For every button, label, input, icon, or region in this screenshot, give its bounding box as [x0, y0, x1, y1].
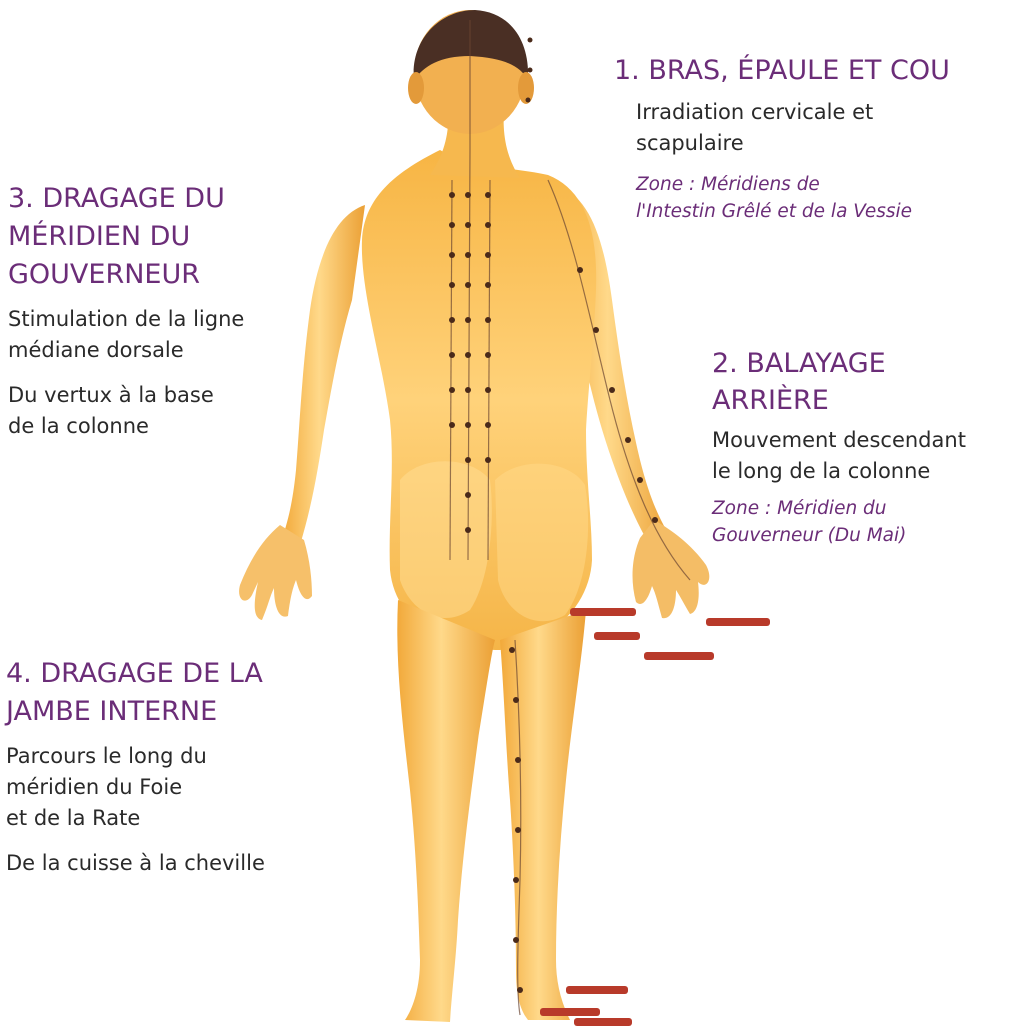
zone4-desc2-line-1: De la cuisse à la cheville	[6, 848, 265, 879]
zone2-heading-line-1: 2. BALAYAGE	[712, 345, 966, 382]
zone2-panel: 2. BALAYAGE ARRIÈRE Mouvement descendant…	[712, 345, 966, 549]
zone1-zone-text: Zone : Méridiens de l'Intestin Grêlé et …	[636, 171, 950, 225]
zone2-description: Mouvement descendant le long de la colon…	[712, 425, 966, 487]
zone2-heading-line-2: ARRIÈRE	[712, 382, 966, 419]
zone3-heading-line-2: MÉRIDIEN DU	[8, 218, 244, 256]
zone2-heading: 2. BALAYAGE ARRIÈRE	[712, 345, 966, 419]
zone4-description: Parcours le long du méridien du Foie et …	[6, 741, 265, 834]
zone2-zone-text: Zone : Méridien du Gouverneur (Du Mai)	[712, 495, 966, 549]
zone4-heading-line-1: 4. DRAGAGE DE LA	[6, 655, 265, 693]
zone3-description-2: Du vertux à la base de la colonne	[8, 380, 244, 442]
zone2-desc-line-1: Mouvement descendant	[712, 425, 966, 456]
zone4-description-2: De la cuisse à la cheville	[6, 848, 265, 879]
zone4-heading: 4. DRAGAGE DE LA JAMBE INTERNE	[6, 655, 265, 731]
zone1-panel: 1. BRAS, ÉPAULE ET COU Irradiation cervi…	[614, 52, 950, 225]
zone1-heading-text: 1. BRAS, ÉPAULE ET COU	[614, 52, 950, 89]
zone1-zone-line-1: Zone : Méridiens de	[636, 171, 950, 198]
zone3-desc2-line-1: Du vertux à la base	[8, 380, 244, 411]
zone3-desc2-line-2: de la colonne	[8, 411, 244, 442]
zone3-heading: 3. DRAGAGE DU MÉRIDIEN DU GOUVERNEUR	[8, 180, 244, 294]
zone1-zone-line-2: l'Intestin Grêlé et de la Vessie	[636, 198, 950, 225]
zone3-desc-line-1: Stimulation de la ligne	[8, 304, 244, 335]
zone2-desc-line-2: le long de la colonne	[712, 456, 966, 487]
zone3-panel: 3. DRAGAGE DU MÉRIDIEN DU GOUVERNEUR Sti…	[8, 180, 244, 442]
zone1-heading: 1. BRAS, ÉPAULE ET COU	[614, 52, 950, 89]
zone2-zone-line-1: Zone : Méridien du	[712, 495, 966, 522]
zone1-desc-line-2: scapulaire	[636, 128, 950, 159]
zone3-desc-line-2: médiane dorsale	[8, 335, 244, 366]
zone4-heading-line-2: JAMBE INTERNE	[6, 693, 265, 731]
zone4-desc-line-1: Parcours le long du	[6, 741, 265, 772]
zone3-description: Stimulation de la ligne médiane dorsale	[8, 304, 244, 366]
zone1-desc-line-1: Irradiation cervicale et	[636, 97, 950, 128]
zone1-description: Irradiation cervicale et scapulaire	[636, 97, 950, 159]
zone3-heading-line-3: GOUVERNEUR	[8, 256, 244, 294]
zone4-panel: 4. DRAGAGE DE LA JAMBE INTERNE Parcours …	[6, 655, 265, 879]
zone3-heading-line-1: 3. DRAGAGE DU	[8, 180, 244, 218]
zone2-zone-line-2: Gouverneur (Du Mai)	[712, 522, 966, 549]
zone4-desc-line-2: méridien du Foie	[6, 772, 265, 803]
zone4-desc-line-3: et de la Rate	[6, 803, 265, 834]
